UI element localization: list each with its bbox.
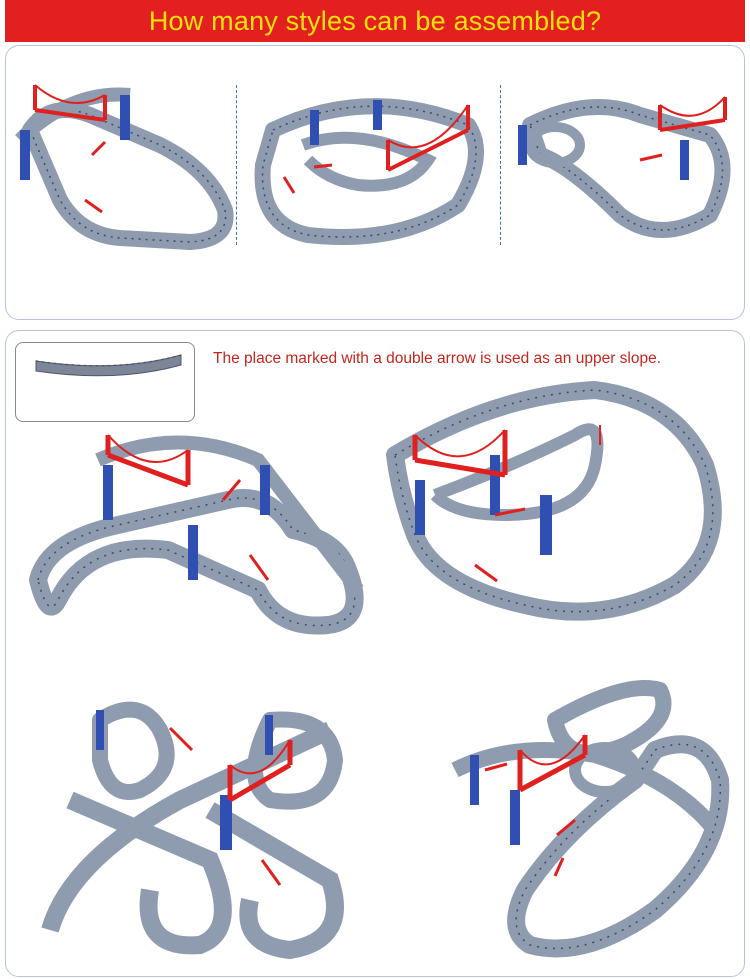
track-layout-6 [41,701,344,960]
slope-piece-icon [35,354,182,377]
bottom-layouts-panel [5,330,745,977]
banner-title: How many styles can be assembled? [148,5,602,36]
divider-2 [500,85,501,245]
track-layout-1 [15,84,234,250]
track-layout-7 [451,680,730,958]
track-layout-5 [386,381,722,621]
track-layout-2 [254,98,484,245]
track-layout-4 [29,434,364,635]
slope-note: The place marked with a double arrow is … [213,350,662,367]
slope-piece-inset [15,342,195,422]
track-layout-3 [518,96,731,238]
divider-1 [236,85,237,245]
title-banner: How many styles can be assembled? [5,0,745,42]
